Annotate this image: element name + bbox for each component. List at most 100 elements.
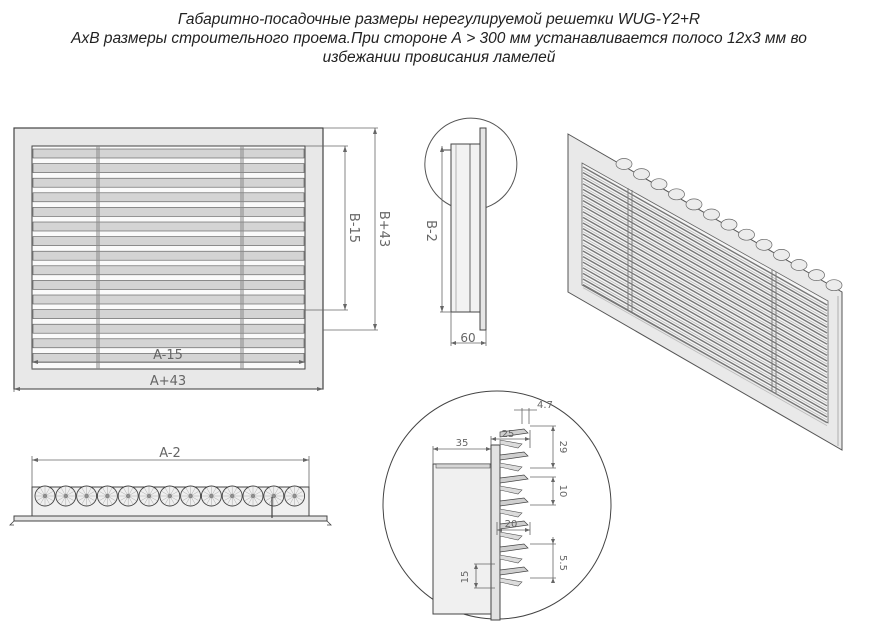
dim-label-a-2: A-2 (159, 446, 181, 461)
iso-slat-shadow (582, 225, 828, 365)
iso-slat (582, 177, 828, 317)
iso-slat (582, 188, 828, 329)
front-dim-arrows (14, 128, 377, 391)
iso-slat-shadow (582, 180, 828, 320)
iso-slat-shadow (582, 220, 828, 359)
iso-slat-shadow (582, 259, 828, 398)
iso-slat-shadow (582, 276, 828, 415)
detail-fin (499, 497, 529, 518)
iso-roller (633, 168, 650, 180)
detail-body (432, 463, 492, 615)
side-view-detail-circle (424, 117, 518, 211)
detail-fins (499, 428, 529, 587)
iso-slat-shadow (582, 242, 828, 382)
iso-slat-shadow (582, 281, 828, 421)
dim-label-25: 25 (502, 429, 515, 440)
iso-slat (582, 205, 828, 345)
header: Габаритно-посадочные размеры нерегулируе… (0, 10, 878, 67)
iso-slat (582, 194, 828, 334)
isometric-view (567, 133, 843, 451)
side-dim-lines (440, 146, 487, 346)
iso-slat-shadow (582, 169, 828, 309)
dim-label-15: 15 (460, 571, 471, 584)
detail-fin (499, 520, 529, 541)
dim-label-a-43: A+43 (150, 374, 186, 389)
detail-fin (499, 451, 529, 472)
dim-label-b-43: B+43 (376, 211, 391, 247)
drawing-subtitle-line-2: избежании провисания ламелей (322, 49, 556, 66)
front-slat (32, 192, 305, 203)
iso-roller (703, 208, 720, 221)
iso-slat (582, 211, 828, 351)
bottom-roller (221, 485, 243, 507)
iso-slat (582, 244, 828, 385)
dim-label-35: 35 (456, 438, 469, 449)
front-slat (32, 338, 305, 349)
iso-slat (582, 278, 828, 418)
detail-fin (499, 543, 529, 564)
detail-dim-lines (432, 408, 556, 589)
detail-fin (499, 566, 529, 587)
iso-slat-shadow (582, 192, 828, 331)
front-slat (32, 294, 305, 305)
dim-label-10: 10 (557, 485, 568, 498)
front-slat (32, 221, 305, 232)
iso-roller (685, 198, 703, 211)
drawing-subtitle-line-1: AxB размеры строительного проема.При сто… (71, 30, 807, 47)
dim-label-60: 60 (460, 331, 475, 345)
bottom-rollers (34, 485, 306, 507)
iso-roller (773, 249, 790, 261)
iso-slat (582, 255, 828, 396)
iso-slat (582, 250, 828, 390)
iso-slat-shadow (582, 197, 828, 337)
iso-slat-shadow (582, 214, 828, 354)
dim-label-4-7: 4.7 (537, 400, 553, 411)
front-slat (32, 265, 305, 276)
dim-label-a-15: A-15 (153, 348, 183, 363)
front-mullions (96, 146, 244, 369)
dim-label-b-2: B-2 (423, 220, 438, 242)
bottom-roller (34, 485, 56, 507)
iso-slat (582, 233, 828, 373)
iso-roller (755, 238, 773, 251)
iso-roller (790, 259, 808, 271)
drawing-title: Габаритно-посадочные размеры нерегулируе… (177, 11, 701, 28)
iso-slat (582, 283, 828, 424)
front-dim-lines (13, 127, 378, 392)
bottom-roller (138, 485, 160, 507)
side-view: B-2 60 (423, 117, 518, 346)
front-slat (32, 163, 305, 173)
iso-slat (582, 239, 828, 379)
iso-slat-shadow (582, 231, 828, 370)
iso-roller (825, 279, 843, 292)
iso-roller (615, 158, 633, 170)
iso-slat-shadow (582, 186, 828, 326)
iso-slat-shadow (582, 287, 828, 426)
dim-label-b-15: B-15 (346, 213, 361, 243)
iso-slat (582, 222, 828, 362)
bottom-roller (200, 485, 222, 507)
bottom-flange (13, 515, 328, 522)
iso-slat-shadow (582, 175, 828, 314)
bottom-dim-lines (31, 456, 310, 490)
bottom-roller (180, 485, 202, 507)
iso-mullions (627, 188, 777, 394)
iso-slat (582, 171, 828, 312)
front-slat (32, 250, 305, 261)
iso-slat (582, 267, 828, 407)
detail-fin (499, 428, 529, 449)
front-slat (32, 148, 305, 159)
front-slat (32, 236, 305, 246)
dim-label-29: 29 (557, 441, 568, 454)
front-slat (32, 207, 305, 217)
dim-label-20: 20 (505, 519, 518, 530)
iso-slat-shadow (582, 208, 828, 348)
iso-slat-shadow (582, 248, 828, 387)
detail-flange (490, 444, 501, 621)
iso-roller (738, 228, 755, 241)
iso-slat-shadow (582, 253, 828, 393)
front-slat (32, 177, 305, 188)
dim-label-5-5: 5.5 (557, 555, 568, 571)
iso-roller (720, 218, 738, 231)
